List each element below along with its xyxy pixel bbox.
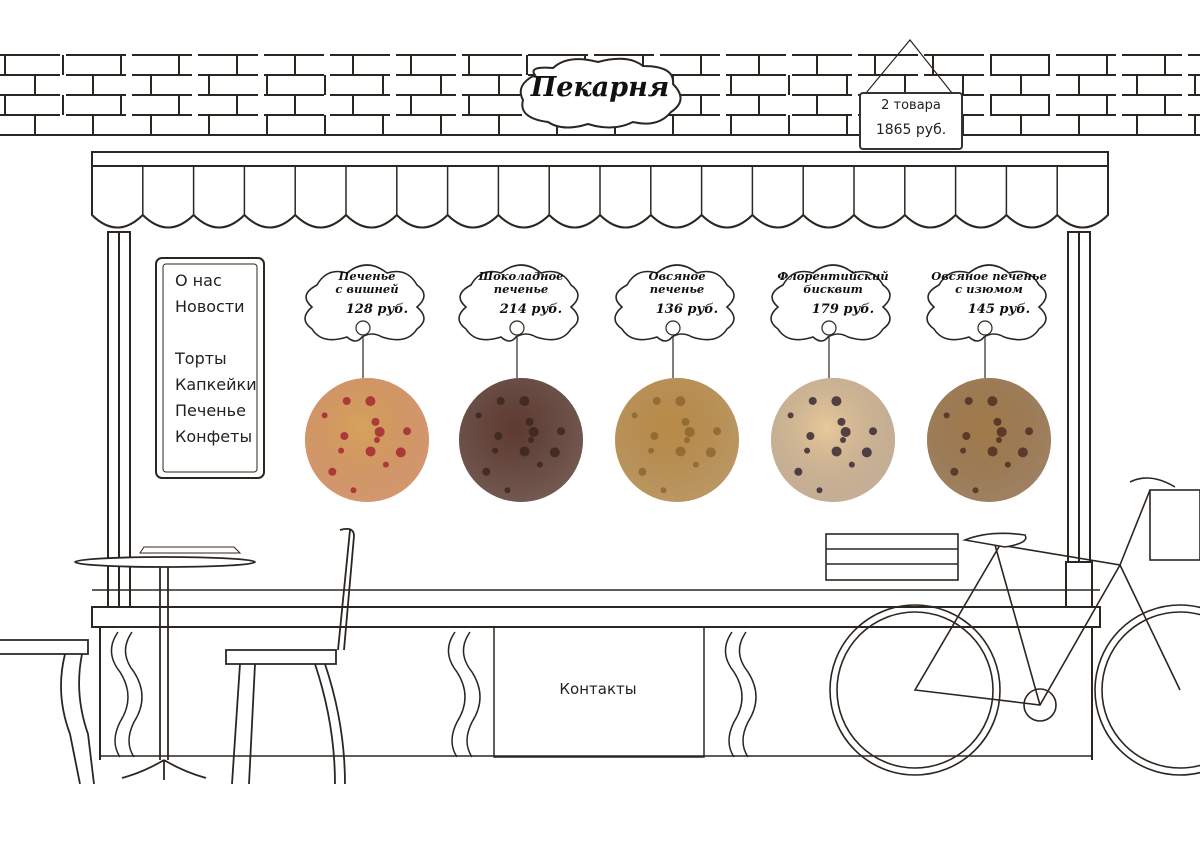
price-tag-frame	[304, 264, 425, 342]
product-price: 128 руб.	[345, 302, 409, 317]
product-name-line1: Шоколадное	[478, 269, 564, 283]
product-tag[interactable]: Флорентийский бисквит 179 руб.	[763, 270, 903, 332]
cafe-table	[74, 546, 256, 780]
menu-item-news[interactable]: Новости	[175, 297, 245, 316]
menu-item-cookies[interactable]: Печенье	[175, 401, 246, 420]
awning	[91, 151, 1109, 229]
contacts-link[interactable]: Контакты	[559, 680, 637, 698]
product-name-line1: Овсяное печенье	[931, 269, 1047, 283]
product-name-line1: Флорентийский	[777, 269, 889, 283]
product-price: 214 руб.	[499, 302, 563, 317]
logo-frame	[519, 57, 682, 129]
menu-item-cupcakes[interactable]: Капкейки	[175, 375, 257, 394]
product-price: 179 руб.	[811, 302, 875, 317]
price-tag-frame	[926, 264, 1047, 342]
product-tag[interactable]: Шоколадное печенье 214 руб.	[451, 270, 591, 332]
cart-count: 2 товара	[881, 98, 941, 113]
menu-item-candies[interactable]: Конфеты	[175, 427, 253, 446]
price-tag-frame	[614, 264, 735, 342]
product-price: 136 руб.	[655, 302, 719, 317]
product-name-line2: с вишней	[335, 282, 399, 296]
menu-frame	[155, 257, 265, 479]
menu-item-cakes[interactable]: Торты	[175, 349, 227, 368]
product-name-line1: Печенье	[338, 269, 396, 283]
product-name-line2: с изюмом	[955, 282, 1023, 296]
cart-total: 1865 руб.	[875, 122, 947, 138]
product-name-line2: печенье	[649, 282, 705, 296]
product-name-line2: бисквит	[803, 282, 863, 296]
product-tag[interactable]: Печенье с вишней 128 руб.	[297, 270, 437, 332]
cart-summary[interactable]: 2 товара 1865 руб.	[859, 92, 963, 150]
site-logo[interactable]: Пекарня	[530, 71, 670, 103]
product-name-line2: печенье	[493, 282, 549, 296]
bicycle	[825, 477, 1200, 776]
main-menu: О нас Новости Торты Капкейки Печенье Кон…	[175, 268, 257, 450]
price-tag-frame	[458, 264, 579, 342]
menu-item-about[interactable]: О нас	[175, 271, 222, 290]
product-tag[interactable]: Овсяное печенье 136 руб.	[607, 270, 747, 332]
cafe-chairs	[0, 527, 355, 785]
counter	[91, 589, 1101, 760]
product-tag[interactable]: Овсяное печенье с изюмом 145 руб.	[919, 270, 1059, 332]
posts	[107, 231, 1093, 609]
product-price: 145 руб.	[967, 302, 1031, 317]
product-name-line1: Овсяное	[648, 269, 706, 283]
price-tag-frame	[770, 264, 891, 342]
menu-spacer	[175, 320, 257, 346]
